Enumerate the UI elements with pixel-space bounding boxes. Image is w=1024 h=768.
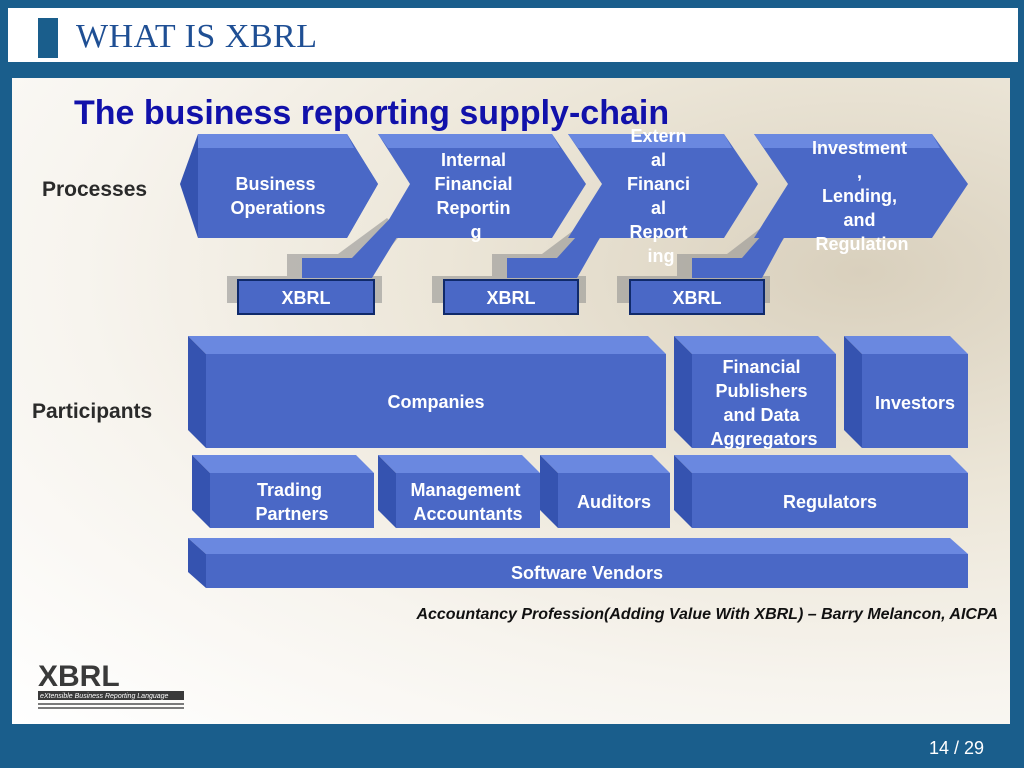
auditors-label: Auditors [577,492,651,512]
software-vendors-label: Software Vendors [511,563,663,583]
slide-content: The business reporting supply-chain Proc… [12,78,1010,724]
xbrl-label-1: XBRL [282,288,331,308]
management-accountants-label: Management Accountants [410,480,525,524]
title-marker [38,18,58,58]
xbrl-boxes [237,279,765,315]
xbrl-label-3: XBRL [673,288,722,308]
xbrl-logo-letters: XBRL [38,660,120,693]
participants-label: Participants [32,400,153,423]
process-2-label: Internal Financial Reportin g [434,150,517,242]
regulators-label: Regulators [783,492,877,512]
slide-subtitle: The business reporting supply-chain [74,94,670,132]
supply-chain-diagram: Business Operations Internal Financial R… [180,126,968,588]
page-title: WHAT IS XBRL [76,18,318,55]
investors-label: Investors [875,393,955,413]
process-4-label: Investment , Lending, and Regulation [812,138,912,254]
xbrl-logo: XBRL eXtensible Business Reporting Langu… [38,660,184,709]
process-chevrons [180,134,968,238]
page-indicator: 14 / 29 [928,738,984,758]
source-caption: Accountancy Profession(Adding Value With… [416,606,998,623]
xbrl-label-2: XBRL [487,288,536,308]
xbrl-logo-tagline: eXtensible Business Reporting Language [40,693,169,700]
companies-label: Companies [387,392,484,412]
trading-partners-label: Trading Partners [255,480,328,524]
publishers-label: Financial Publishers and Data Aggregator… [710,357,817,449]
processes-label: Processes [42,178,148,201]
process-3-label: Extern al Financi al Report ing [627,126,695,266]
title-box: WHAT IS XBRL [8,8,1018,62]
participant-boxes [188,336,968,588]
process-1-label: Business Operations [230,174,325,218]
